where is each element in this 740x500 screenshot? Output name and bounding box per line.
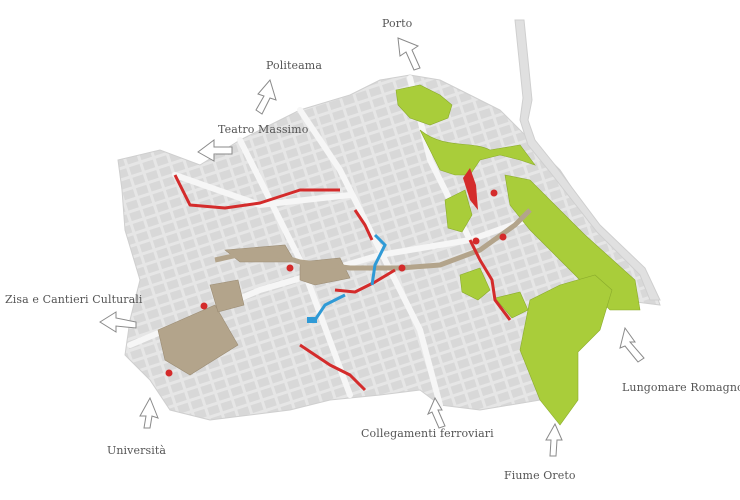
label-lungomare: Lungomare Romagnolo bbox=[622, 381, 740, 394]
label-teatro-massimo: Teatro Massimo bbox=[218, 123, 309, 136]
arrow-porto-icon bbox=[397, 37, 421, 71]
label-politeama: Politeama bbox=[266, 59, 322, 72]
label-porto: Porto bbox=[382, 17, 413, 30]
red-routes bbox=[173, 174, 512, 392]
arrow-oreto-icon bbox=[545, 422, 563, 457]
arrow-zisa-icon bbox=[99, 311, 137, 333]
arrow-collegamenti-icon bbox=[426, 396, 446, 429]
red-points bbox=[165, 189, 507, 377]
blue-route bbox=[313, 233, 387, 321]
arrow-teatro-icon bbox=[197, 139, 233, 162]
green-areas bbox=[395, 84, 641, 426]
arrow-lungomare-icon bbox=[619, 326, 645, 363]
label-collegamenti: Collegamenti ferroviari bbox=[361, 427, 494, 440]
label-fiume-oreto: Fiume Oreto bbox=[504, 469, 576, 482]
pier bbox=[514, 19, 661, 301]
label-zisa: Zisa e Cantieri Culturali bbox=[5, 293, 143, 306]
red-area bbox=[463, 168, 478, 210]
label-universita: Università bbox=[107, 444, 166, 457]
arrow-politeama-icon bbox=[255, 78, 277, 115]
blue-marker bbox=[307, 317, 317, 323]
arrow-universita-icon bbox=[139, 396, 159, 429]
